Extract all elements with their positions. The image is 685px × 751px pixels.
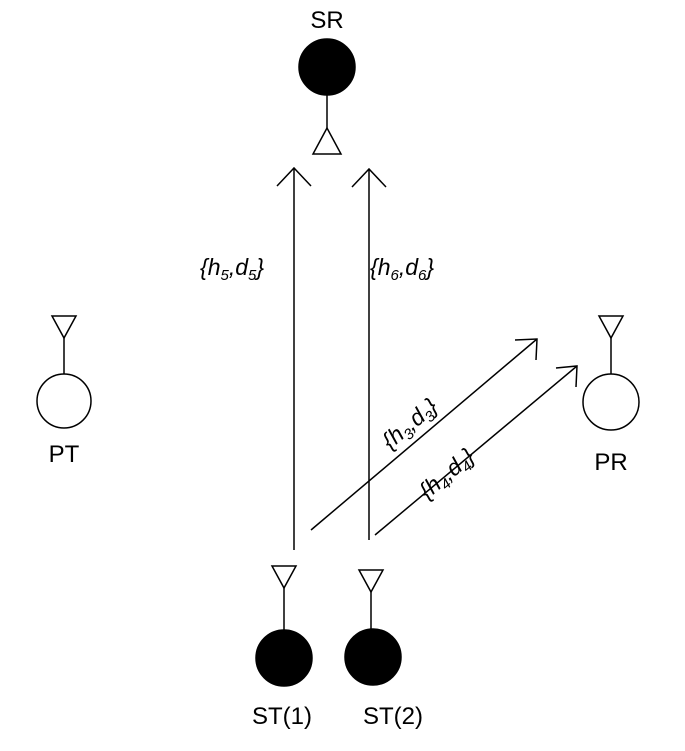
node-sr: SR [298, 7, 356, 155]
node-st2-label: ST(2) [363, 703, 423, 730]
label-open-brace: { [370, 254, 380, 280]
label-h-sub: 5 [220, 267, 229, 284]
arrowhead-icon [514, 338, 538, 361]
label-h: h [378, 254, 391, 280]
label-d: d [405, 254, 419, 280]
node-pr-circle [582, 373, 640, 431]
label-open-brace: { [200, 254, 210, 280]
label-h: h [208, 254, 221, 280]
link-st2-sr [351, 167, 387, 540]
node-st1-circle [255, 629, 313, 687]
node-pt: PT [36, 315, 92, 468]
node-sr-circle [298, 38, 356, 96]
antenna-icon [311, 126, 343, 155]
link-st1-pr-line [310, 338, 538, 531]
arrowhead-icon [555, 365, 578, 388]
node-pt-circle [36, 373, 92, 429]
node-st2: ST(2) [344, 569, 423, 730]
antenna-icon [50, 315, 78, 340]
label-close-brace: } [424, 254, 434, 280]
node-pr-label: PR [594, 449, 627, 476]
node-pt-label: PT [49, 441, 80, 468]
label-close-brace: } [254, 254, 264, 280]
label-sep: , [229, 254, 235, 280]
label-d: d [235, 254, 249, 280]
antenna-icon [597, 315, 625, 340]
node-st1-label: ST(1) [252, 703, 312, 730]
link-st2-sr-label: {h6,d6} [370, 254, 434, 284]
link-st1-sr-label: {h5,d5} [200, 254, 264, 284]
node-st1: ST(1) [252, 565, 313, 730]
label-sep: , [399, 254, 405, 280]
arrowhead-icon [351, 167, 387, 188]
label-d-sub: 6 [418, 267, 427, 284]
antenna-icon [357, 569, 385, 594]
label-d-sub: 5 [248, 267, 257, 284]
node-st2-circle [344, 628, 402, 686]
link-st1-pr [310, 338, 538, 531]
link-st2-pr-label: {h4,d4} [414, 443, 483, 507]
link-st1-sr [276, 166, 312, 550]
antenna-icon [270, 565, 298, 590]
node-pr: PR [582, 315, 640, 476]
label-h-sub: 6 [390, 267, 399, 284]
link-st2-pr [374, 365, 578, 536]
arrowhead-icon [276, 166, 312, 187]
link-st2-pr-line [374, 365, 578, 536]
node-sr-label: SR [310, 7, 343, 34]
